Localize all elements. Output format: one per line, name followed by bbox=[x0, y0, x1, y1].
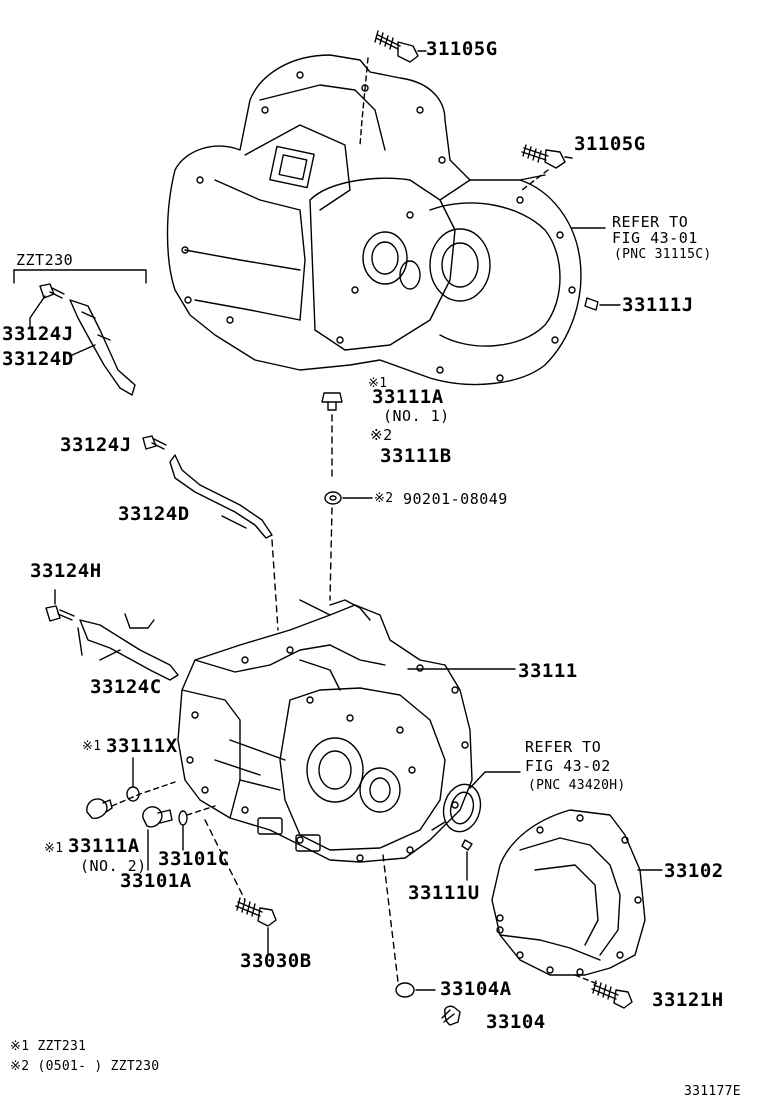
label-33124d-a: 33124D bbox=[2, 348, 74, 370]
label-mark2-mid: ※2 bbox=[374, 491, 394, 506]
case-cover-33102 bbox=[491, 809, 646, 976]
figure-id: 331177E bbox=[684, 1084, 741, 1099]
clutch-housing-drawing bbox=[166, 54, 582, 386]
label-no2: (NO. 2) bbox=[80, 857, 147, 875]
label-refer-2-line2: FIG 43-02 bbox=[525, 757, 611, 775]
bolt-33124j-b bbox=[142, 435, 167, 450]
stay-33124d-a bbox=[69, 299, 136, 396]
label-33124j-a: 33124J bbox=[2, 323, 74, 345]
label-33121h: 33121H bbox=[652, 989, 724, 1011]
label-31105g-mid: 31105G bbox=[574, 133, 646, 155]
plug-33104 bbox=[441, 1005, 461, 1026]
plug-33111u bbox=[461, 839, 473, 881]
label-33124d-b: 33124D bbox=[118, 503, 190, 525]
label-33111: 33111 bbox=[518, 660, 578, 682]
stay-33124c bbox=[77, 613, 179, 681]
label-33101a: 33101A bbox=[120, 870, 192, 892]
zzt230-bracket bbox=[13, 269, 147, 284]
label-refer-1-line1: REFER TO bbox=[612, 213, 689, 231]
label-90201: 90201-08049 bbox=[403, 490, 508, 508]
label-33124j-b: 33124J bbox=[60, 434, 132, 456]
label-33124h: 33124H bbox=[30, 560, 102, 582]
label-33030b: 33030B bbox=[240, 950, 312, 972]
leader-33124d-b bbox=[221, 515, 247, 529]
label-refer-2-line1: REFER TO bbox=[525, 738, 602, 756]
label-refer-2-line3: (PNC 43420H) bbox=[528, 778, 626, 793]
bolt-31105g-mid bbox=[521, 144, 573, 169]
dash-33104a bbox=[382, 854, 399, 983]
label-31105g-top: 31105G bbox=[426, 38, 498, 60]
dash-33111a-lower bbox=[329, 507, 333, 601]
label-33124c: 33124C bbox=[90, 676, 162, 698]
label-zzt230: ZZT230 bbox=[16, 251, 74, 269]
label-refer-1-line2: FIG 43-01 bbox=[612, 229, 698, 247]
label-mark1-top: ※1 bbox=[368, 376, 388, 391]
label-no1: (NO. 1) bbox=[383, 407, 450, 425]
label-33111a-bottom: 33111A bbox=[68, 835, 140, 857]
legend-line-2: ※2 (0501- ) ZZT230 bbox=[10, 1059, 160, 1074]
leader-31105g-top-dash bbox=[359, 57, 369, 146]
label-mark1-bottom: ※1 bbox=[44, 841, 64, 856]
label-33111a-top: 33111A bbox=[372, 386, 444, 408]
label-33111x: 33111X bbox=[106, 735, 178, 757]
bolt-33124h bbox=[45, 605, 75, 622]
transaxle-case-drawing bbox=[177, 599, 473, 863]
leader-31105g-mid-dash bbox=[521, 169, 549, 191]
bolt-33121h bbox=[591, 980, 633, 1009]
leader-33124j-a bbox=[29, 295, 46, 329]
oil-seal bbox=[442, 771, 521, 833]
label-mark2-top: ※2 bbox=[370, 426, 393, 444]
dash-33121h bbox=[574, 974, 601, 986]
plug-33111a-top bbox=[321, 392, 343, 411]
label-mark1-x: ※1 bbox=[82, 739, 102, 754]
dash-33030b bbox=[204, 819, 246, 901]
plug-33101a bbox=[142, 806, 173, 828]
label-refer-1-line3: (PNC 31115C) bbox=[614, 247, 712, 262]
plug-33111a-bottom bbox=[86, 798, 113, 819]
dash-stay-33124d bbox=[271, 539, 279, 631]
dash-33111a-bottom bbox=[111, 781, 176, 807]
leader-33124d-a bbox=[69, 344, 96, 357]
label-33111u: 33111U bbox=[408, 882, 480, 904]
pin-33111j bbox=[584, 297, 621, 311]
label-33111j: 33111J bbox=[622, 294, 694, 316]
plug-33104a bbox=[395, 982, 436, 998]
stay-33124d-b bbox=[169, 454, 273, 539]
gasket-33101c bbox=[178, 805, 216, 851]
label-33111b: 33111B bbox=[380, 445, 452, 467]
label-33104a: 33104A bbox=[440, 978, 512, 1000]
label-33104: 33104 bbox=[486, 1011, 546, 1033]
legend-line-1: ※1 ZZT231 bbox=[10, 1039, 87, 1054]
washer-90201 bbox=[324, 491, 342, 505]
leader-33124c bbox=[99, 649, 121, 661]
bolt-31105g-top bbox=[374, 30, 427, 63]
bolt-33030b bbox=[235, 897, 277, 927]
label-33102: 33102 bbox=[664, 860, 724, 882]
label-33101c: 33101C bbox=[158, 848, 230, 870]
ref-line-2 bbox=[431, 821, 446, 831]
bolt-33124j-a bbox=[39, 283, 65, 299]
